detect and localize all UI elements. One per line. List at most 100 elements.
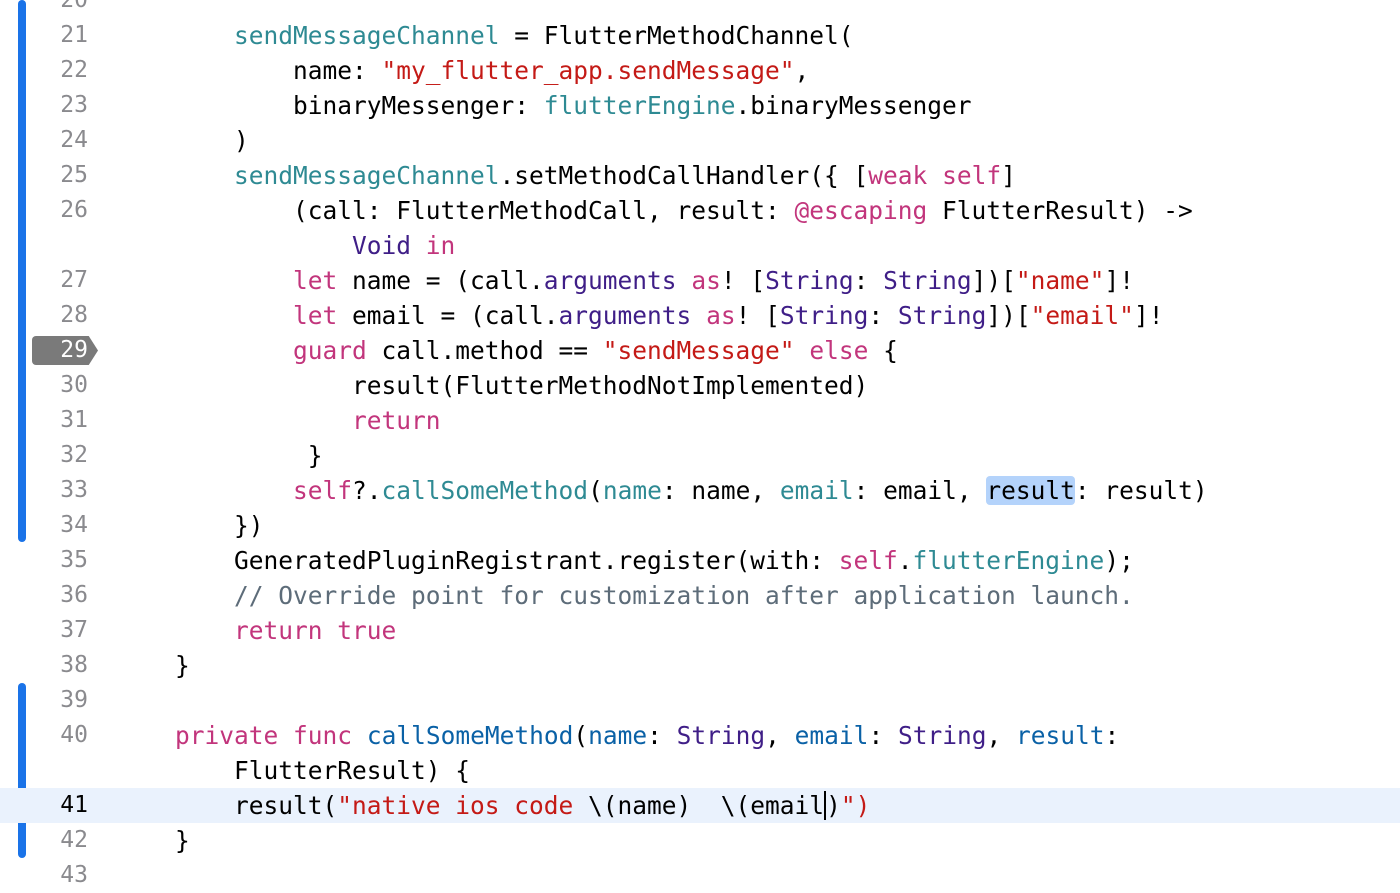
code-token: FlutterResult) { bbox=[116, 756, 471, 785]
code-token: String bbox=[883, 266, 972, 295]
code-line[interactable]: 32 } bbox=[0, 438, 1400, 473]
code-token: , bbox=[794, 56, 810, 85]
code-token bbox=[927, 161, 942, 190]
code-token: String bbox=[779, 301, 869, 330]
breakpoint-marker[interactable] bbox=[32, 336, 98, 365]
code-line[interactable]: 27 let name = (call.arguments as! [Strin… bbox=[0, 263, 1400, 298]
line-code: // Override point for customization afte… bbox=[116, 578, 1134, 613]
line-code: ) bbox=[116, 123, 249, 158]
line-code: FlutterResult) { bbox=[116, 753, 470, 788]
code-token bbox=[116, 231, 352, 260]
code-line[interactable]: 40 private func callSomeMethod(name: Str… bbox=[0, 718, 1400, 753]
code-token: name = (call. bbox=[337, 266, 544, 295]
code-line[interactable]: 33 self?.callSomeMethod(name: name, emai… bbox=[0, 473, 1400, 508]
code-line[interactable]: 28 let email = (call.arguments as! [Stri… bbox=[0, 298, 1400, 333]
code-token: \(name) \(emai bbox=[588, 791, 810, 820]
code-line[interactable]: 29 guard call.method == "sendMessage" el… bbox=[0, 333, 1400, 368]
code-line[interactable]: 43 bbox=[0, 858, 1400, 893]
code-token: flutterEngine bbox=[912, 546, 1105, 575]
code-token: result bbox=[1015, 721, 1105, 750]
code-token bbox=[116, 301, 293, 330]
code-line[interactable]: 23 binaryMessenger: flutterEngine.binary… bbox=[0, 88, 1400, 123]
code-token: String bbox=[897, 301, 987, 330]
line-number: 39 bbox=[60, 687, 88, 713]
code-token: as bbox=[706, 301, 736, 330]
code-token: @escaping bbox=[794, 196, 928, 225]
code-token: : bbox=[853, 266, 884, 295]
code-line[interactable]: FlutterResult) { bbox=[0, 753, 1400, 788]
code-token: guard bbox=[293, 336, 367, 365]
code-token: ])[ bbox=[986, 301, 1031, 330]
line-number: 33 bbox=[60, 477, 88, 503]
code-token: FlutterResult) -> bbox=[927, 196, 1193, 225]
code-token: return bbox=[352, 406, 441, 435]
code-line[interactable]: 31 return bbox=[0, 403, 1400, 438]
code-token: private bbox=[175, 721, 279, 750]
line-code: } bbox=[116, 823, 190, 858]
code-line[interactable]: 38 } bbox=[0, 648, 1400, 683]
code-line[interactable]: 37 return true bbox=[0, 613, 1400, 648]
code-token: "native ios code bbox=[337, 791, 589, 820]
code-line[interactable]: 25 sendMessageChannel.setMethodCallHandl… bbox=[0, 158, 1400, 193]
code-token: sendMessageChannel bbox=[234, 161, 500, 190]
code-token: (call: FlutterMethodCall, result: bbox=[116, 196, 795, 225]
code-token: as bbox=[691, 266, 721, 295]
code-token bbox=[116, 336, 293, 365]
code-token: email = (call. bbox=[337, 301, 559, 330]
code-token: call.method == bbox=[366, 336, 603, 365]
line-code: let name = (call.arguments as! [String: … bbox=[116, 263, 1134, 298]
code-line[interactable]: 26 (call: FlutterMethodCall, result: @es… bbox=[0, 193, 1400, 228]
code-token: String bbox=[676, 721, 766, 750]
code-token: : email, bbox=[853, 476, 987, 505]
code-token: } bbox=[116, 441, 323, 470]
code-token: in bbox=[425, 231, 456, 260]
code-token bbox=[691, 301, 706, 330]
change-bar-bottom bbox=[18, 683, 26, 858]
line-code: self?.callSomeMethod(name: name, email: … bbox=[116, 473, 1208, 508]
code-line[interactable]: 35 GeneratedPluginRegistrant.register(wi… bbox=[0, 543, 1400, 578]
code-token: ); bbox=[1104, 546, 1134, 575]
code-line[interactable]: 36 // Override point for customization a… bbox=[0, 578, 1400, 613]
code-line[interactable]: 41 result("native ios code \(name) \(ema… bbox=[0, 788, 1400, 823]
line-code: guard call.method == "sendMessage" else … bbox=[116, 333, 898, 368]
code-token: = FlutterMethodChannel( bbox=[499, 21, 854, 50]
code-line[interactable]: 39 bbox=[0, 683, 1400, 718]
code-token: }) bbox=[116, 511, 264, 540]
code-line[interactable]: 20 bbox=[0, 0, 1400, 18]
code-token: : bbox=[647, 721, 677, 750]
code-token: result(FlutterMethodNotImplemented) bbox=[116, 371, 869, 400]
code-token: "email" bbox=[1030, 301, 1134, 330]
code-line[interactable]: 21 sendMessageChannel = FlutterMethodCha… bbox=[0, 18, 1400, 53]
code-token: : bbox=[868, 721, 898, 750]
code-line[interactable]: 22 name: "my_flutter_app.sendMessage", bbox=[0, 53, 1400, 88]
line-number: 41 bbox=[60, 792, 88, 818]
text-cursor: l bbox=[809, 791, 827, 820]
line-code: } bbox=[116, 438, 323, 473]
code-token: self bbox=[838, 546, 898, 575]
code-token: binaryMessenger: bbox=[116, 91, 544, 120]
line-code: binaryMessenger: flutterEngine.binaryMes… bbox=[116, 88, 972, 123]
line-number: 43 bbox=[60, 862, 88, 888]
code-line[interactable]: Void in bbox=[0, 228, 1400, 263]
code-token: "sendMessage" bbox=[602, 336, 795, 365]
code-token: : bbox=[868, 301, 898, 330]
code-token: sendMessageChannel bbox=[234, 21, 500, 50]
line-number: 36 bbox=[60, 582, 88, 608]
code-token: callSomeMethod bbox=[366, 721, 574, 750]
line-number: 40 bbox=[60, 722, 88, 748]
code-line[interactable]: 34 }) bbox=[0, 508, 1400, 543]
line-code: result(FlutterMethodNotImplemented) bbox=[116, 368, 868, 403]
code-token bbox=[352, 721, 367, 750]
line-number: 38 bbox=[60, 652, 88, 678]
code-line[interactable]: 24 ) bbox=[0, 123, 1400, 158]
code-token: ?. bbox=[352, 476, 382, 505]
code-line[interactable]: 30 result(FlutterMethodNotImplemented) bbox=[0, 368, 1400, 403]
code-token: self bbox=[942, 161, 1002, 190]
code-line[interactable]: 42 } bbox=[0, 823, 1400, 858]
code-token: ) bbox=[116, 126, 249, 155]
code-token: .binaryMessenger bbox=[735, 91, 972, 120]
line-code: Void in bbox=[116, 228, 455, 263]
code-token bbox=[411, 231, 426, 260]
line-number: 42 bbox=[60, 827, 88, 853]
